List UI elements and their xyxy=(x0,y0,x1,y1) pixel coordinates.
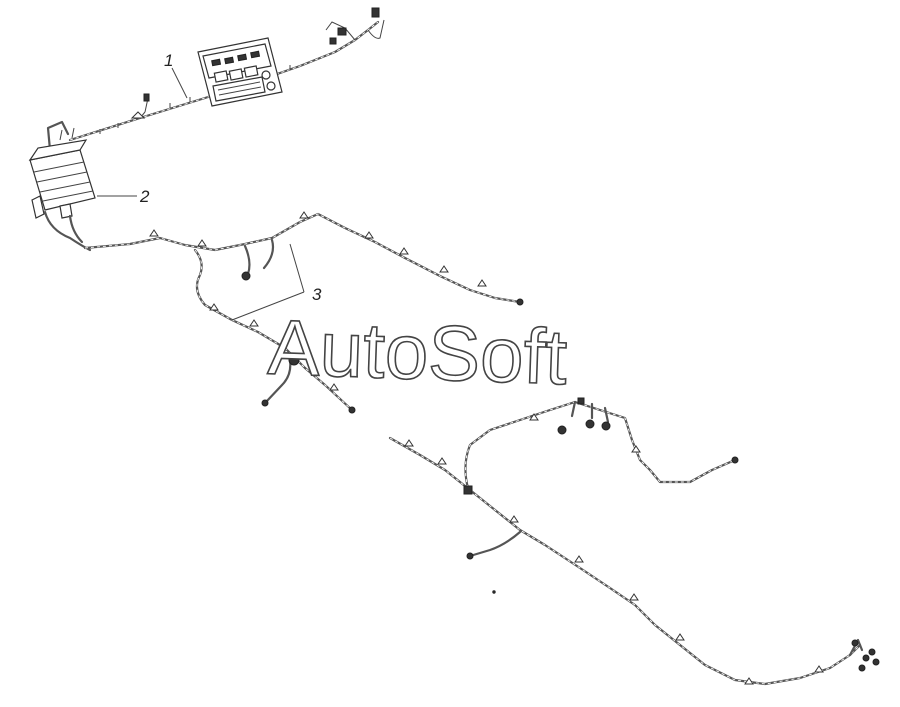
callout-1: 1 xyxy=(164,51,188,99)
callout-3-label: 3 xyxy=(312,285,322,304)
harness-3 xyxy=(83,211,524,414)
watermark-text: AutoSoft xyxy=(266,303,568,401)
harness-rear xyxy=(388,397,880,686)
control-panel xyxy=(197,37,283,107)
module-2 xyxy=(28,120,96,252)
callout-1-label: 1 xyxy=(164,51,173,70)
callout-2-label: 2 xyxy=(139,187,150,206)
callout-3: 3 xyxy=(231,243,322,321)
harness-1 xyxy=(68,7,385,142)
callout-2: 2 xyxy=(97,187,150,206)
